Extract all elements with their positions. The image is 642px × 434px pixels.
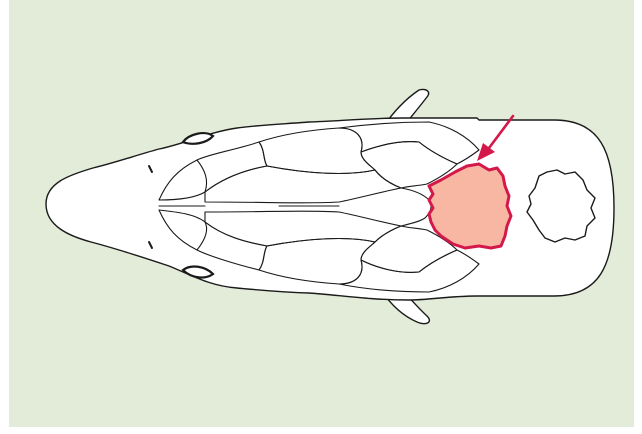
skull-diagram bbox=[9, 0, 634, 427]
figure-panel bbox=[9, 0, 634, 427]
